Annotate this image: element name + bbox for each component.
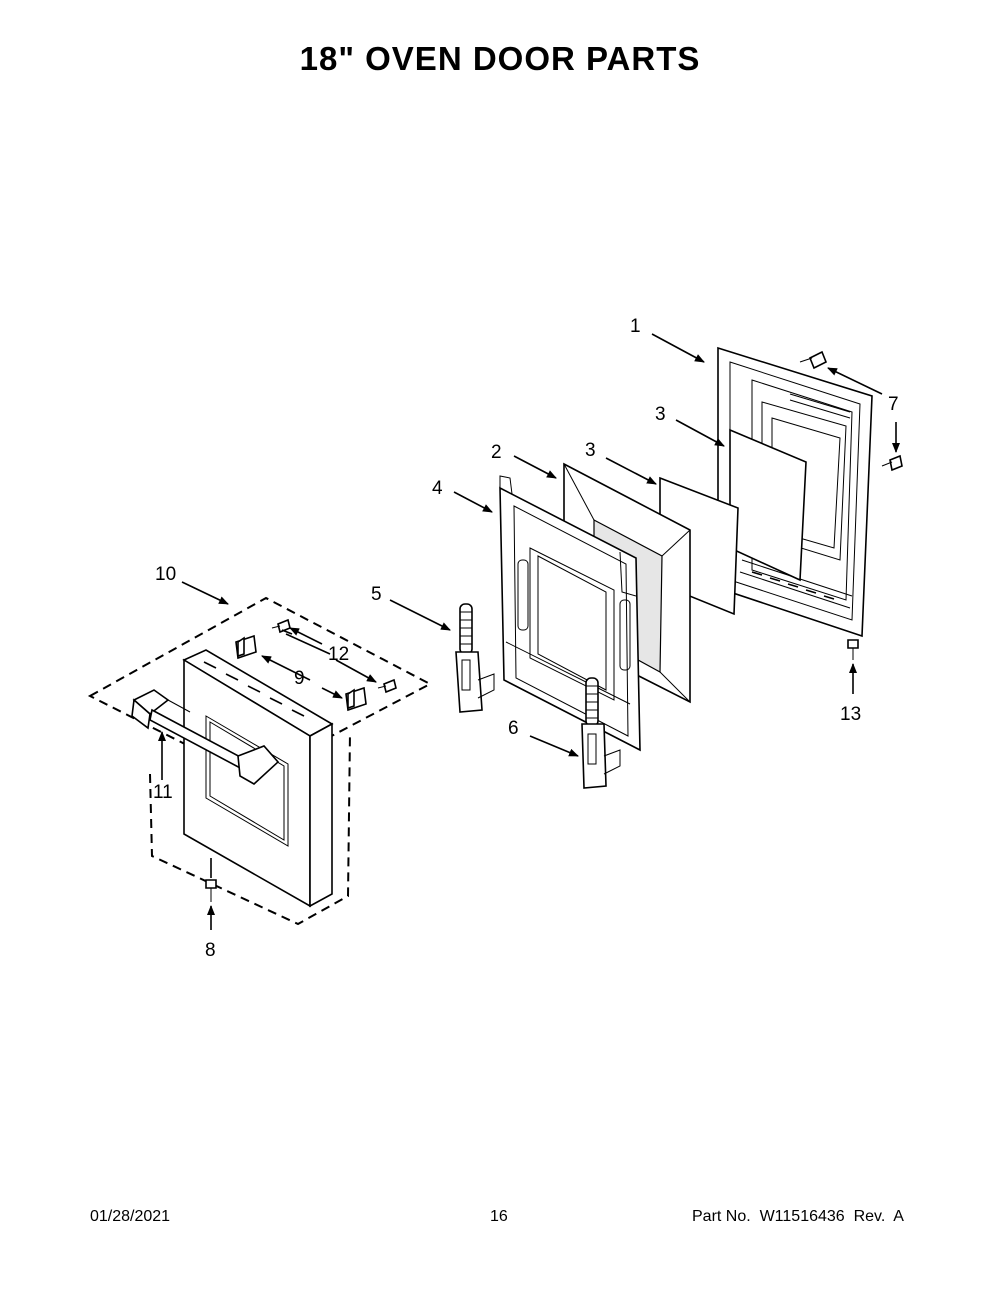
callout-3-upper: 3 <box>655 404 666 425</box>
door-hinge-right <box>581 677 621 789</box>
callout-10: 10 <box>155 564 176 585</box>
callout-3-lower: 3 <box>585 440 596 461</box>
callout-9: 9 <box>294 668 305 689</box>
callout-1: 1 <box>630 316 641 337</box>
door-hinge-left <box>455 603 495 713</box>
screw-part-12-right <box>377 678 397 694</box>
callout-4: 4 <box>432 478 443 499</box>
screw-part-7-side <box>881 454 903 472</box>
handle-bracket-left <box>235 634 257 660</box>
door-handle <box>131 689 280 785</box>
callout-5: 5 <box>371 584 382 605</box>
callout-6: 6 <box>508 718 519 739</box>
callout-11: 11 <box>153 782 173 803</box>
page-title: 18" OVEN DOOR PARTS <box>299 40 701 77</box>
callout-12: 12 <box>328 644 349 665</box>
callout-8: 8 <box>205 940 216 961</box>
handle-bracket-right <box>345 686 367 712</box>
screw-part-8 <box>205 879 217 902</box>
callout-13: 13 <box>840 704 861 725</box>
screw-part-7-top <box>799 350 828 370</box>
footer-part-number: Part No. W11516436 Rev. A <box>692 1208 904 1225</box>
callout-7: 7 <box>888 394 899 415</box>
callout-2: 2 <box>491 442 502 463</box>
footer-date: 01/28/2021 <box>90 1208 171 1225</box>
callout-arrows <box>158 333 900 930</box>
footer-page-number: 16 <box>490 1208 508 1225</box>
screw-part-13 <box>847 639 859 660</box>
screw-part-12-left <box>271 618 291 634</box>
door-frame <box>499 475 641 752</box>
outer-door-panel <box>182 649 334 908</box>
